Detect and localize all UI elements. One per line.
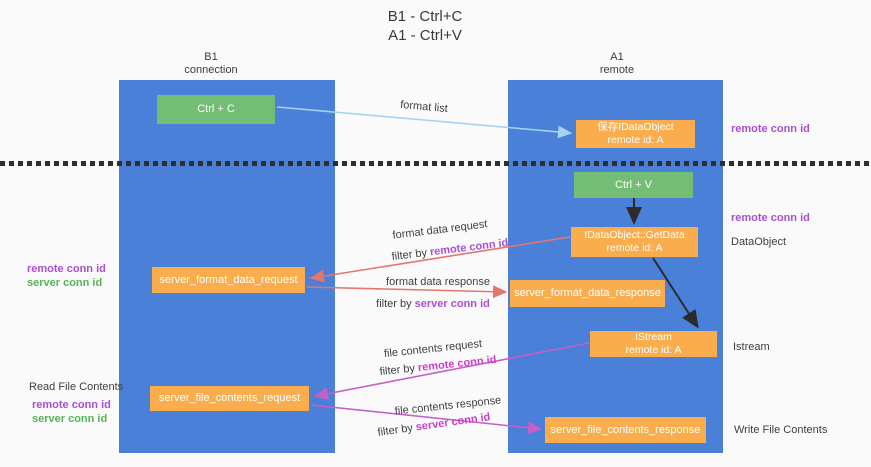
filter-value-server-conn-id: server conn id bbox=[414, 411, 492, 434]
remote-conn-id-label-left-2: remote conn id bbox=[32, 399, 111, 411]
server-format-data-response-label: server_format_data_response bbox=[514, 287, 661, 299]
title-line-1: B1 - Ctrl+C bbox=[387, 8, 463, 25]
lane-b1-title: B1 bbox=[204, 51, 218, 63]
server-format-data-request-label: server_format_data_request bbox=[159, 273, 298, 286]
dashed-divider bbox=[0, 161, 871, 166]
lane-header-a1: A1 remote bbox=[547, 51, 687, 77]
remote-conn-id-label-left-1: remote conn id bbox=[27, 263, 106, 275]
lane-header-b1: B1 connection bbox=[141, 51, 281, 77]
node-ctrl-v: Ctrl + V bbox=[574, 172, 693, 198]
node-server-format-data-request: server_format_data_request bbox=[152, 267, 305, 293]
lane-a1-subtitle: remote bbox=[599, 64, 635, 76]
read-file-contents-label: Read File Contents bbox=[29, 381, 124, 393]
node-server-file-contents-request: server_file_contents_request bbox=[150, 386, 309, 411]
filter-prefix: filter by bbox=[376, 421, 417, 439]
node-server-format-data-response: server_format_data_response bbox=[510, 280, 665, 307]
ctrl-v-label: Ctrl + V bbox=[615, 178, 652, 191]
lane-b1-subtitle: connection bbox=[184, 64, 238, 76]
save-idataobject-line2: remote id: A bbox=[607, 134, 664, 146]
format-data-response-label: format data response bbox=[386, 276, 490, 288]
istream-line1: IStream bbox=[635, 331, 672, 343]
dataobject-label: DataObject bbox=[731, 236, 787, 248]
istream-side-label: Istream bbox=[733, 341, 770, 353]
getdata-line2: remote id: A bbox=[606, 242, 663, 254]
save-idataobject-line1: 保存IDataObject bbox=[597, 121, 674, 133]
title-line-2: A1 - Ctrl+V bbox=[388, 27, 462, 44]
getdata-line1: IDataObject::GetData bbox=[584, 229, 685, 241]
write-file-contents-label: Write File Contents bbox=[734, 424, 828, 436]
server-conn-id-label-left-1: server conn id bbox=[27, 277, 103, 289]
filter-by-server-conn-format-label: filter by server conn id bbox=[376, 298, 490, 310]
filter-value-remote-conn-id: remote conn id bbox=[417, 353, 497, 375]
node-save-idataobject: 保存IDataObject remote id: A bbox=[576, 120, 695, 148]
lane-a1-title: A1 bbox=[610, 51, 624, 63]
istream-line2: remote id: A bbox=[625, 344, 682, 356]
node-istream: IStream remote id: A bbox=[590, 331, 717, 357]
filter-prefix: filter by bbox=[376, 298, 415, 310]
node-idataobject-getdata: IDataObject::GetData remote id: A bbox=[571, 227, 698, 257]
filter-prefix: filter by bbox=[379, 362, 419, 379]
server-conn-id-label-left-2: server conn id bbox=[32, 413, 108, 425]
format-list-label: format list bbox=[399, 98, 449, 116]
server-file-contents-response-label: server_file_contents_response bbox=[550, 423, 701, 436]
filter-value-remote-conn-id: remote conn id bbox=[429, 236, 509, 259]
remote-conn-id-label-mid-right: remote conn id bbox=[731, 212, 810, 224]
server-file-contents-request-label: server_file_contents_request bbox=[158, 392, 301, 404]
filter-by-server-conn-file-label: filter by server conn id bbox=[377, 411, 491, 439]
format-data-request-label: format data request bbox=[391, 218, 489, 242]
filter-prefix: filter by bbox=[391, 246, 431, 264]
node-ctrl-c: Ctrl + C bbox=[157, 95, 275, 124]
node-server-file-contents-response: server_file_contents_response bbox=[545, 417, 706, 443]
ctrl-c-label: Ctrl + C bbox=[197, 103, 235, 115]
filter-by-remote-conn-format-label: filter by remote conn id bbox=[391, 237, 509, 263]
diagram-title: B1 - Ctrl+C A1 - Ctrl+V bbox=[0, 7, 850, 45]
filter-value-server-conn-id: server conn id bbox=[414, 298, 490, 310]
remote-conn-id-label-top-right: remote conn id bbox=[731, 123, 810, 135]
